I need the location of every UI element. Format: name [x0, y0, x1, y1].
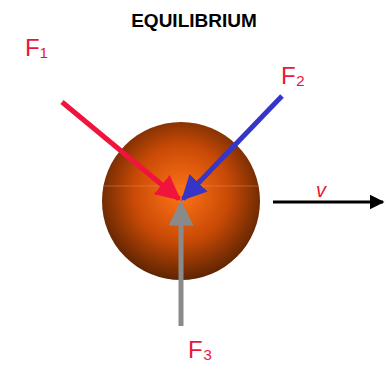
force-label: F₂	[281, 64, 305, 88]
force-label: F₁	[25, 36, 48, 60]
equator-line	[104, 186, 258, 187]
diagram-title: EQUILIBRIUM	[131, 11, 257, 30]
velocity-arrow	[273, 201, 383, 204]
force-label: F₃	[188, 338, 212, 362]
force-arrow	[179, 203, 184, 326]
force-arrow	[62, 102, 179, 199]
force-arrow	[183, 96, 282, 199]
velocity-label: v	[316, 180, 326, 200]
